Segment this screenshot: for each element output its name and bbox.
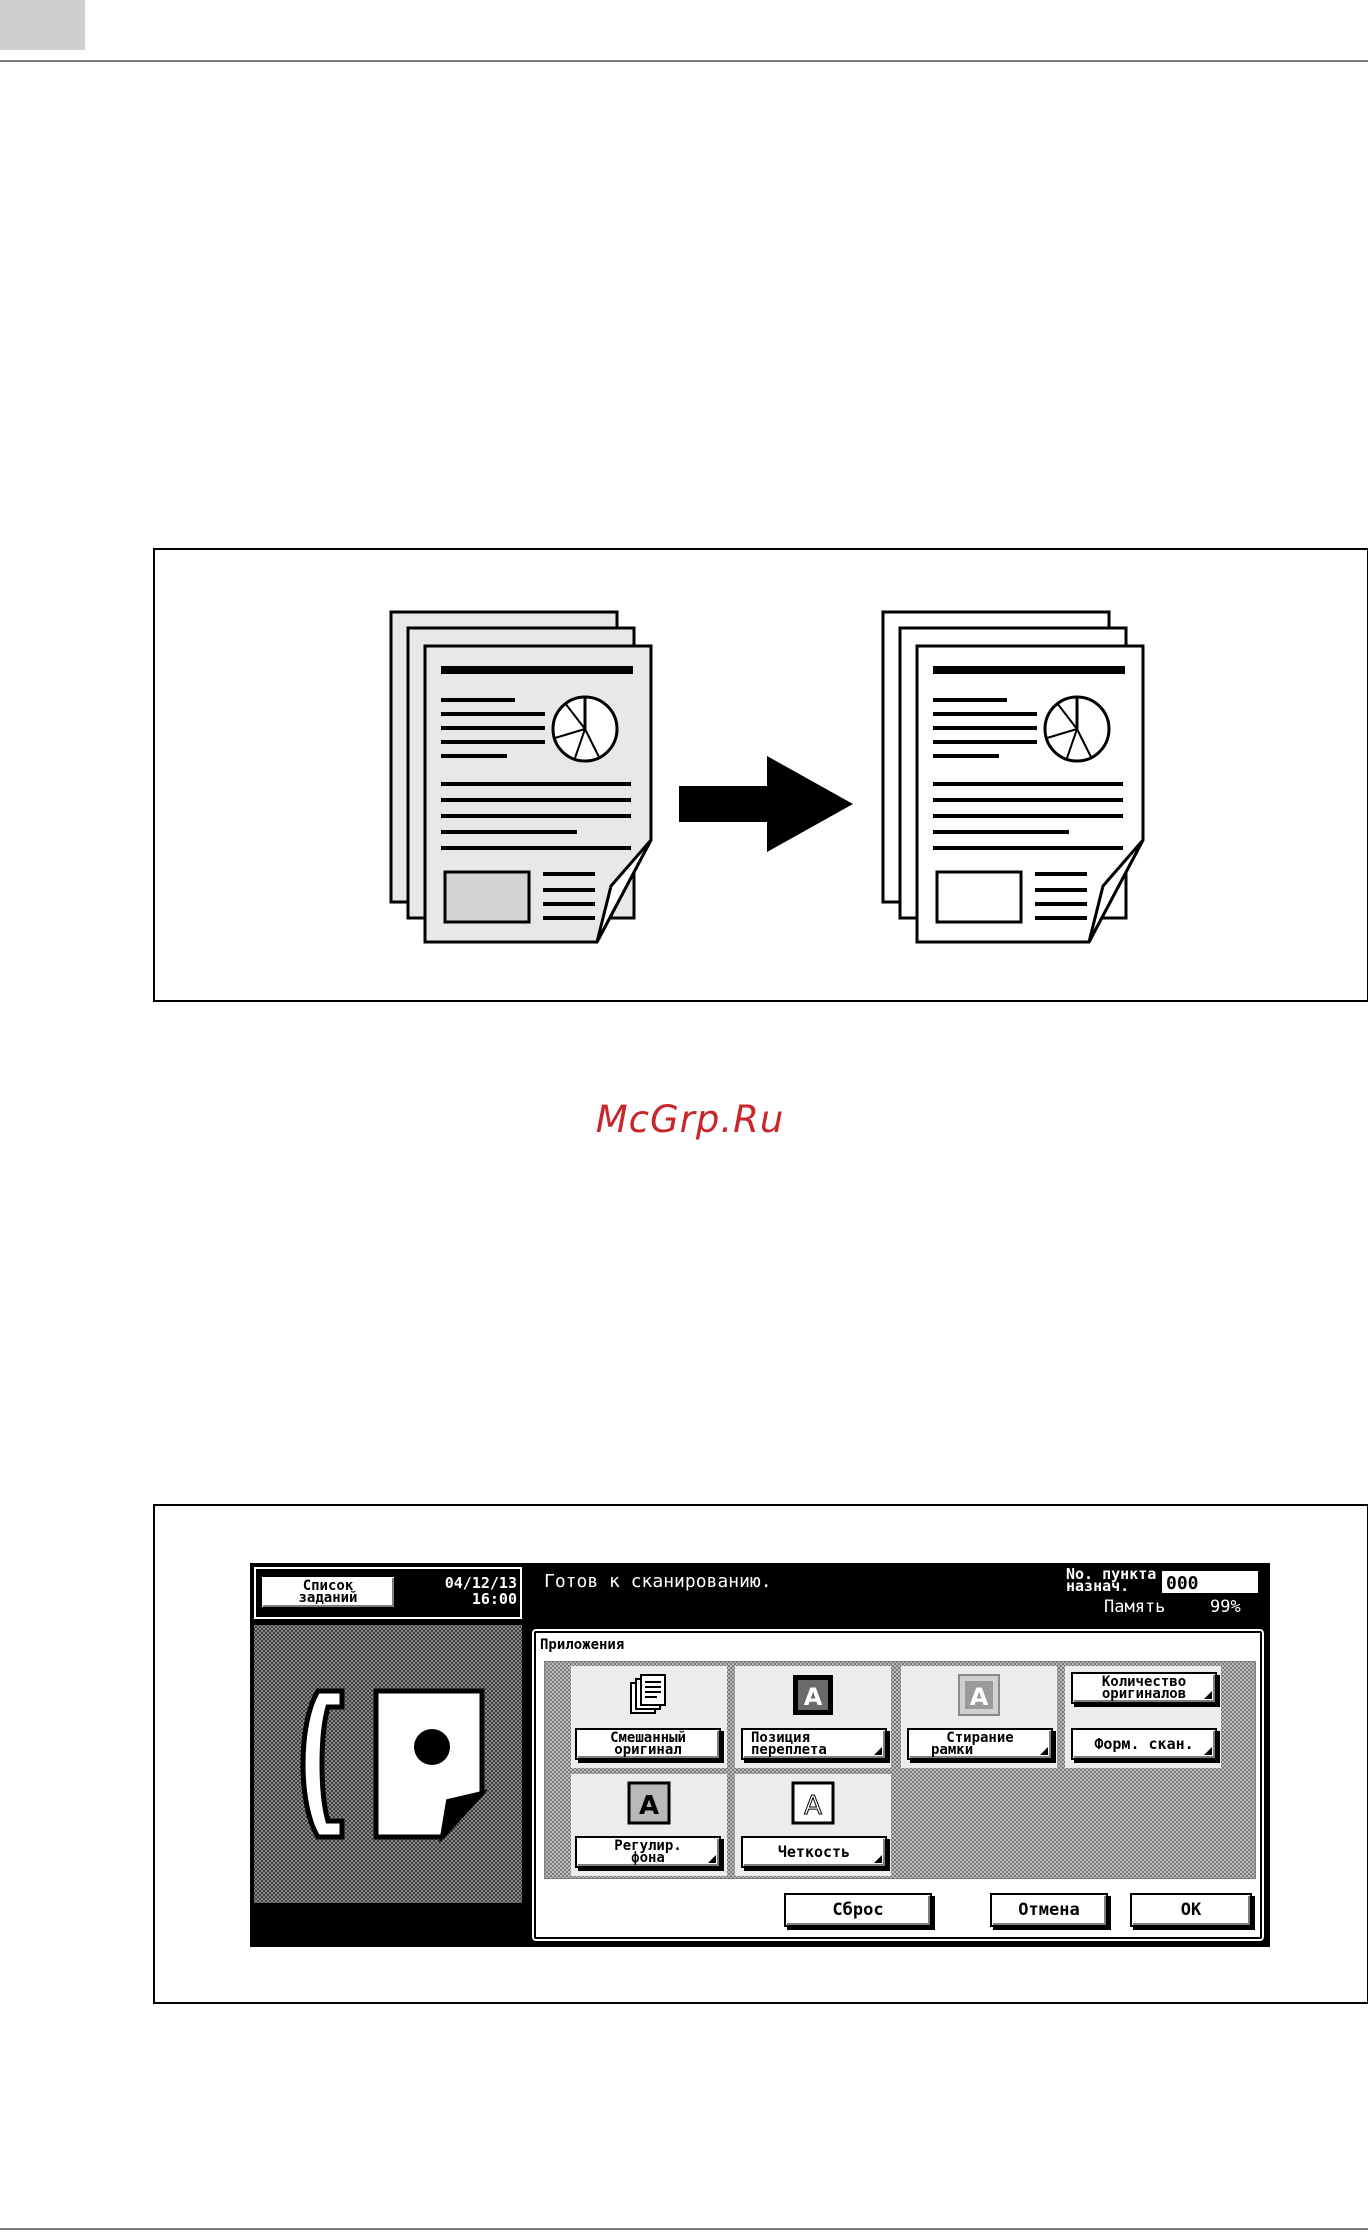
background-adjust-button[interactable]: Регулир. фона <box>575 1836 721 1868</box>
letter-a-outline-icon: A <box>788 1778 838 1828</box>
svg-text:A: A <box>804 1683 823 1711</box>
memory-label: Память <box>1104 1597 1165 1617</box>
cancel-button[interactable]: Отмена <box>990 1893 1108 1927</box>
frame-erase-button[interactable]: Стирание рамки <box>907 1728 1053 1760</box>
illustration-frame <box>153 548 1368 1002</box>
stacked-pages-icon <box>624 1670 674 1720</box>
reset-button[interactable]: Сброс <box>784 1893 932 1927</box>
background-adjust-label-line2: фона <box>631 1852 665 1864</box>
submenu-arrow-icon <box>1040 1747 1048 1755</box>
header-rule <box>0 60 1368 62</box>
svg-text:A: A <box>970 1683 989 1711</box>
svg-text:A: A <box>804 1791 822 1821</box>
mixed-original-button[interactable]: Смешанный оригинал <box>575 1728 721 1760</box>
submenu-arrow-icon <box>708 1855 716 1863</box>
arrow-right-icon <box>679 756 853 852</box>
mode-preview-area <box>254 1625 522 1903</box>
page-number-tab <box>0 0 85 50</box>
status-message: Готов к сканированию. <box>544 1571 772 1592</box>
job-list-button[interactable]: Список заданий <box>260 1575 396 1609</box>
fax-scan-icon <box>254 1625 522 1903</box>
ok-button[interactable]: OK <box>1130 1893 1252 1927</box>
submenu-arrow-icon <box>1204 1691 1212 1699</box>
document-conversion-illustration <box>155 550 1367 1000</box>
date-text: 04/12/13 <box>413 1576 517 1591</box>
binding-position-button[interactable]: Позиция переплета <box>741 1728 887 1760</box>
sharpness-button[interactable]: Четкость <box>741 1836 887 1868</box>
watermark: McGrp.Ru <box>560 1090 820 1150</box>
source-document-stack-icon <box>391 612 651 942</box>
destination-label: No. пункта назнач. <box>1066 1568 1160 1592</box>
applications-window: Приложения <box>530 1627 1266 1943</box>
submenu-arrow-icon <box>874 1747 882 1755</box>
memory-value: 99% <box>1210 1597 1241 1617</box>
destination-value: 000 <box>1166 1573 1199 1594</box>
submenu-arrow-icon <box>1204 1747 1212 1755</box>
time-text: 16:00 <box>413 1592 517 1607</box>
scan-format-button[interactable]: Форм. скан. <box>1071 1728 1217 1760</box>
job-list-label-line2: заданий <box>298 1592 357 1604</box>
applications-grid: A A A <box>544 1661 1256 1879</box>
original-count-label-line2: оригиналов <box>1102 1688 1186 1700</box>
destination-field: 000 <box>1160 1569 1260 1595</box>
letter-a-gray-icon: A <box>954 1670 1004 1720</box>
original-count-button[interactable]: Количество оригиналов <box>1071 1672 1217 1704</box>
frame-erase-label-line2: рамки <box>911 1744 973 1756</box>
result-document-stack-icon <box>883 612 1143 942</box>
applications-title: Приложения <box>540 1637 624 1653</box>
submenu-arrow-icon <box>874 1855 882 1863</box>
sharpness-label: Четкость <box>778 1846 850 1859</box>
footer-rule <box>0 2228 1368 2230</box>
mixed-original-label-line2: оригинал <box>614 1744 681 1756</box>
letter-a-dark-icon: A <box>788 1670 838 1720</box>
scan-format-label: Форм. скан. <box>1094 1738 1193 1751</box>
svg-text:A: A <box>639 1791 659 1821</box>
letter-a-dotted-icon: A <box>624 1778 674 1828</box>
binding-position-label-line2: переплета <box>751 1744 827 1756</box>
control-panel-screen: Список заданий 04/12/13 16:00 Готов к ск… <box>250 1563 1270 1947</box>
